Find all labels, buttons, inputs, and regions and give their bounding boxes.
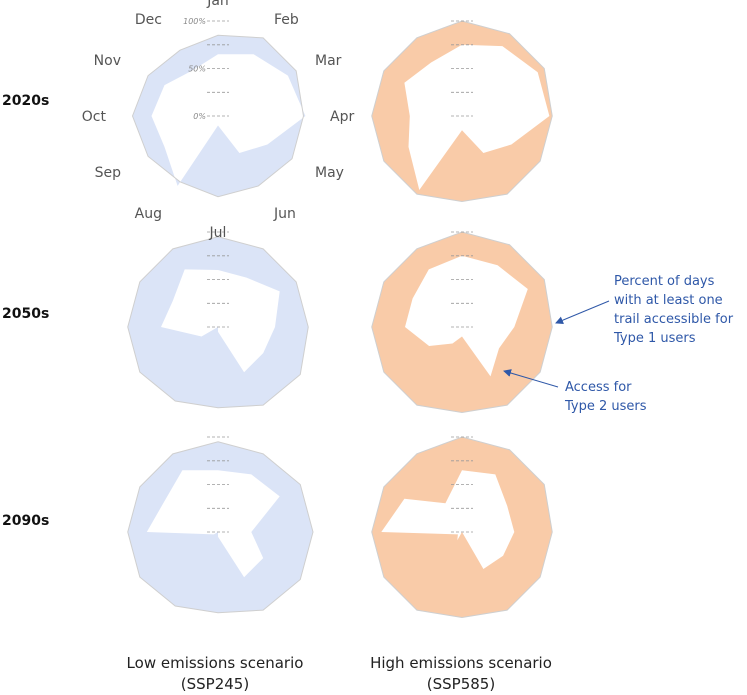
- type1-type2-band: [371, 437, 553, 618]
- type1-type2-band: [371, 21, 553, 202]
- col-label-high-emissions: High emissions scenario (SSP585): [361, 653, 561, 695]
- row-label-2020s: 2020s: [2, 93, 50, 109]
- radar-panel-2050s-high: [371, 231, 553, 414]
- radar-panel-2090s-low: [127, 436, 314, 614]
- month-label-jun: Jun: [273, 206, 296, 222]
- type1-type2-band: [371, 232, 553, 413]
- month-label-jul: Jul: [209, 225, 227, 241]
- month-label-dec: Dec: [135, 12, 162, 28]
- radar-panel-2020s-high: [371, 20, 553, 203]
- type1-outline: [371, 436, 553, 619]
- month-label-jan: Jan: [206, 0, 229, 9]
- month-label-nov: Nov: [94, 53, 121, 69]
- type1-type2-band: [127, 236, 309, 408]
- row-label-2090s: 2090s: [2, 513, 50, 529]
- radar-panel-2050s-low: [127, 231, 309, 409]
- col-label-low-line: Low emissions scenario (SSP245): [126, 654, 304, 693]
- annotation-type2-line-2: Type 2 users: [565, 399, 647, 414]
- annotation-type1: Percent of days with at least one trail …: [614, 272, 744, 348]
- month-label-apr: Apr: [330, 109, 354, 125]
- radar-panels: 100% 50% 0%: [127, 17, 553, 619]
- annotation-type1-line-1: Percent of days: [614, 274, 715, 289]
- col-label-high-line: High emissions scenario (SSP585): [370, 654, 552, 693]
- type1-outline: [371, 20, 553, 203]
- annotation-type1-line-2: with at least one: [614, 293, 723, 308]
- col-label-low-emissions: Low emissions scenario (SSP245): [115, 653, 315, 695]
- type1-type2-band: [127, 441, 313, 613]
- row-label-2050s: 2050s: [2, 306, 50, 322]
- type1-outline: [127, 441, 314, 614]
- radar-panel-2090s-high: [371, 436, 553, 619]
- annotation-type1-line-4: Type 1 users: [614, 331, 696, 346]
- month-label-oct: Oct: [82, 109, 107, 125]
- radial-tick-label: 50%: [188, 65, 206, 74]
- annotation-type1-line-3: trail accessible for: [614, 312, 734, 327]
- annotation-type2-line-1: Access for: [565, 380, 632, 395]
- annotation-arrows: [503, 300, 610, 388]
- type1-type2-band: [132, 35, 306, 197]
- month-label-feb: Feb: [274, 12, 299, 28]
- type1-outline: [127, 236, 309, 409]
- radial-tick-label: 100%: [183, 17, 206, 26]
- month-label-may: May: [315, 165, 344, 181]
- annotation-arrow-type2: [503, 369, 559, 388]
- month-label-mar: Mar: [315, 53, 342, 69]
- annotation-type2: Access for Type 2 users: [565, 378, 675, 416]
- month-label-sep: Sep: [95, 165, 122, 181]
- radar-panel-2020s-low: 100% 50% 0%: [131, 17, 306, 198]
- radial-tick-label: 0%: [193, 112, 206, 121]
- annotation-arrow-type1: [555, 300, 610, 325]
- type1-outline: [371, 231, 553, 414]
- month-label-aug: Aug: [135, 206, 162, 222]
- type1-outline: [131, 34, 305, 198]
